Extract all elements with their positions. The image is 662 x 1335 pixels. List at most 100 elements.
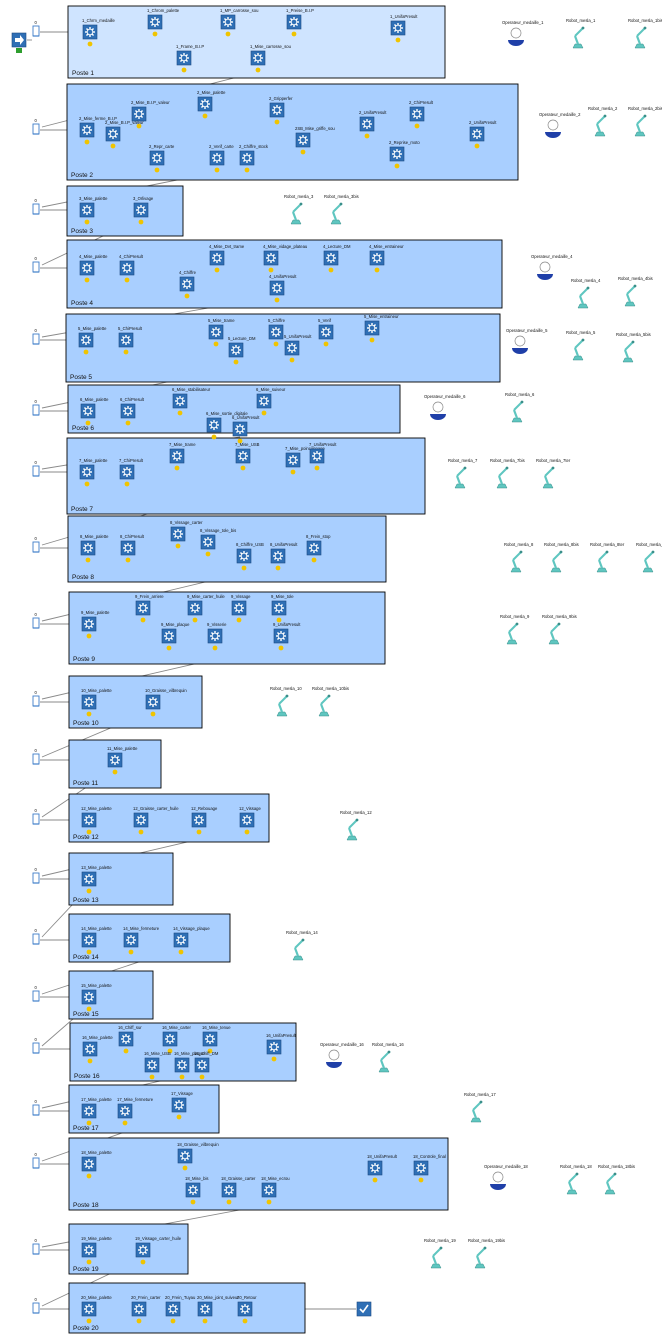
gear-icon bbox=[84, 697, 94, 707]
gear-icon bbox=[147, 1060, 157, 1070]
workstation-node: 20_Frein_carter bbox=[131, 1295, 161, 1324]
workstation-node: 16_Mise_tenue bbox=[202, 1025, 231, 1054]
gear-hub bbox=[240, 552, 248, 560]
gear-icon bbox=[148, 697, 158, 707]
start-arrow-icon bbox=[11, 32, 27, 53]
workstation-node: 10_Mise_palette bbox=[81, 688, 112, 717]
robot-base bbox=[642, 567, 654, 573]
wip-indicator bbox=[86, 1318, 92, 1324]
workstation-label: 18_Graisse_carter bbox=[221, 1176, 256, 1181]
workstation-label: 14_Mise_fermeture bbox=[123, 926, 160, 931]
gear-icon bbox=[238, 451, 248, 461]
gear-icon bbox=[122, 263, 132, 273]
robot-arm-icon: Robot_mesla_5 bbox=[566, 330, 596, 361]
workstation-node: 2_Reprise_moto bbox=[389, 140, 420, 169]
robot-arm-icon: Robot_mesla_1bis bbox=[628, 18, 662, 49]
robot-gripper bbox=[551, 466, 555, 470]
robot-arm-lower bbox=[597, 559, 604, 569]
gear-hub bbox=[473, 130, 481, 138]
robot-arm-lower bbox=[319, 703, 326, 713]
poste-box bbox=[66, 239, 503, 309]
gear-hub bbox=[85, 1305, 93, 1313]
buffer-count: 0 bbox=[35, 399, 38, 404]
wip-indicator bbox=[124, 277, 130, 283]
gear-hub bbox=[213, 254, 221, 262]
workstation-node: 1_Chrom_palette bbox=[147, 8, 180, 37]
gear-icon bbox=[412, 109, 422, 119]
workstation-label: 2_Reprise_moto bbox=[389, 140, 420, 145]
workstation-label: 4_UnifaPresult bbox=[269, 274, 297, 279]
workstation-label: 12_Graisse_carter_huile bbox=[133, 806, 179, 811]
wip-indicator bbox=[170, 1318, 176, 1324]
poste-label: Poste 3 bbox=[71, 228, 93, 235]
robot-arm-icon: Robot_mesla_16 bbox=[372, 1042, 404, 1073]
workstation-label: 2_Gripperfer bbox=[269, 96, 293, 101]
gear-hub bbox=[225, 1186, 233, 1194]
resource-label: Robot_mesla_10bis bbox=[312, 686, 349, 691]
resource-label: Robot_mesla_8qt bbox=[636, 542, 662, 547]
robot-gripper bbox=[651, 550, 655, 554]
workstation-label: 5_Mise_entraineur bbox=[364, 314, 399, 319]
robot-base bbox=[470, 1117, 482, 1123]
robot-arm-icon: Robot_mesla_10bis bbox=[312, 686, 349, 717]
gear-icon bbox=[136, 205, 146, 215]
buffer-count: 0 bbox=[35, 20, 38, 25]
gear-hub bbox=[85, 620, 93, 628]
workstation-node: 2_Mise_ferme_B.I.P bbox=[79, 116, 117, 145]
robot-base bbox=[510, 567, 522, 573]
gear-icon bbox=[392, 149, 402, 159]
robot-gripper bbox=[581, 26, 585, 30]
gear-icon bbox=[172, 451, 182, 461]
robot-base bbox=[566, 1189, 578, 1195]
workstation-label: 2_Mise_B.I.P_valeur bbox=[131, 100, 170, 105]
workstation-node: 12_Graisse_carter_huile bbox=[133, 806, 179, 835]
gear-icon bbox=[126, 935, 136, 945]
gear-hub bbox=[175, 1101, 183, 1109]
gear-icon bbox=[211, 327, 221, 337]
gear-hub bbox=[123, 468, 131, 476]
wip-indicator bbox=[233, 359, 239, 365]
gear-hub bbox=[173, 452, 181, 460]
workstation-label: 2_Mise_B.I.P_valeur bbox=[105, 120, 144, 125]
gear-icon bbox=[84, 815, 94, 825]
robot-arm-lower bbox=[511, 559, 518, 569]
robot-arm-upper bbox=[636, 27, 646, 37]
input-buffer: 0 bbox=[32, 928, 40, 945]
buffer-count: 0 bbox=[35, 118, 38, 123]
robot-base bbox=[378, 1067, 390, 1073]
workstation-node: 18_Mise_palette bbox=[81, 1150, 112, 1179]
gear-hub bbox=[394, 24, 402, 32]
gear-hub bbox=[327, 254, 335, 262]
gear-hub bbox=[166, 1035, 174, 1043]
workstation-label: 6_Mise_suiveur bbox=[256, 387, 286, 392]
gear-hub bbox=[85, 875, 93, 883]
wip-indicator bbox=[414, 123, 420, 129]
resource-label: Robot_mesla_1 bbox=[566, 18, 596, 23]
buffer-count: 0 bbox=[35, 867, 38, 872]
workstation-label: 7_ChiPresult bbox=[119, 458, 144, 463]
robot-arm-lower bbox=[567, 1181, 574, 1191]
gear-icon bbox=[165, 1034, 175, 1044]
workstation-node: 6_Mise_palette bbox=[80, 397, 109, 426]
wip-indicator bbox=[123, 349, 129, 355]
robot-gripper bbox=[479, 1100, 483, 1104]
poste-label: Poste 13 bbox=[73, 897, 99, 904]
gear-hub bbox=[137, 816, 145, 824]
workstation-node: 17_Mise_palette bbox=[81, 1097, 112, 1126]
workstation-label: 9_Visserie bbox=[207, 622, 227, 627]
wip-indicator bbox=[140, 617, 146, 623]
wip-indicator bbox=[225, 31, 231, 37]
resource-label: Operateur_medaille_1 bbox=[502, 20, 544, 25]
workstation-label: 11_Mise_palette bbox=[107, 746, 138, 751]
input-buffer: 0 bbox=[32, 612, 40, 629]
gear-hub bbox=[85, 993, 93, 1001]
gear-hub bbox=[122, 336, 130, 344]
gear-hub bbox=[84, 544, 92, 552]
input-buffer: 0 bbox=[32, 1099, 40, 1116]
workstation-label: 2SB_Mise_griffe_sou bbox=[295, 126, 335, 131]
gear-icon bbox=[367, 323, 377, 333]
wip-indicator bbox=[278, 645, 284, 651]
buffer-box bbox=[32, 990, 40, 1002]
wip-indicator bbox=[207, 1048, 213, 1054]
poste-label: Poste 5 bbox=[70, 374, 92, 381]
